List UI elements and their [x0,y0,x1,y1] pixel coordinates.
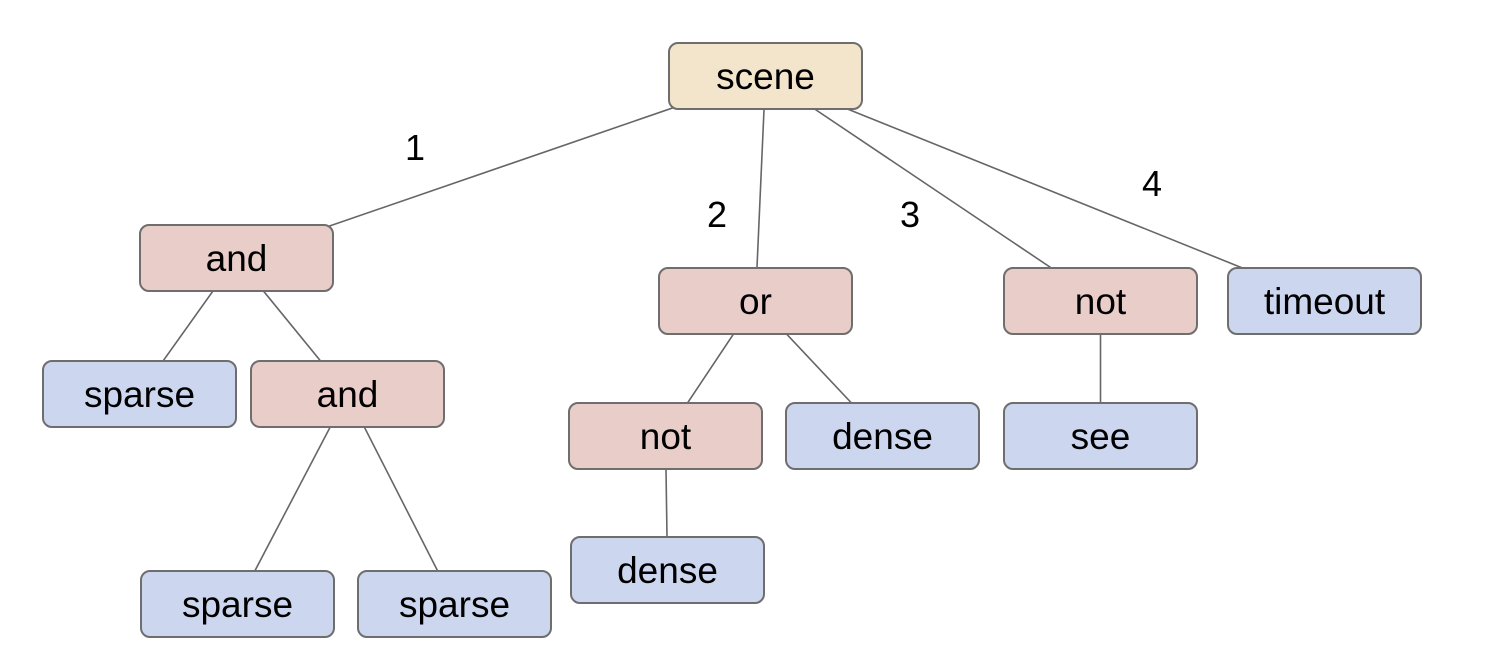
node-not1: not [1003,267,1198,335]
node-dense2: dense [570,536,765,604]
node-and2: and [250,360,445,428]
node-dense1: dense [785,402,980,470]
edge-label-4: 4 [1141,163,1163,204]
edge-line-and2-sparse3 [346,393,456,605]
node-and1: and [139,224,334,292]
edge-line-scene-not1 [765,75,1101,302]
node-sparse3: sparse [357,570,552,638]
node-sparse2: sparse [140,570,335,638]
edge-label-1: 1 [404,127,426,168]
edge-line-and2-sparse2 [236,393,349,605]
node-timeout: timeout [1227,267,1422,335]
node-or1: or [658,267,853,335]
edge-line-scene-or1 [754,75,767,302]
node-not2: not [568,402,763,470]
node-scene: scene [668,42,863,110]
node-sparse1: sparse [42,360,237,428]
edge-label-2: 2 [706,194,728,235]
edge-line-scene-timeout [765,75,1325,302]
node-see: see [1003,402,1198,470]
edge-label-3: 3 [899,194,921,235]
